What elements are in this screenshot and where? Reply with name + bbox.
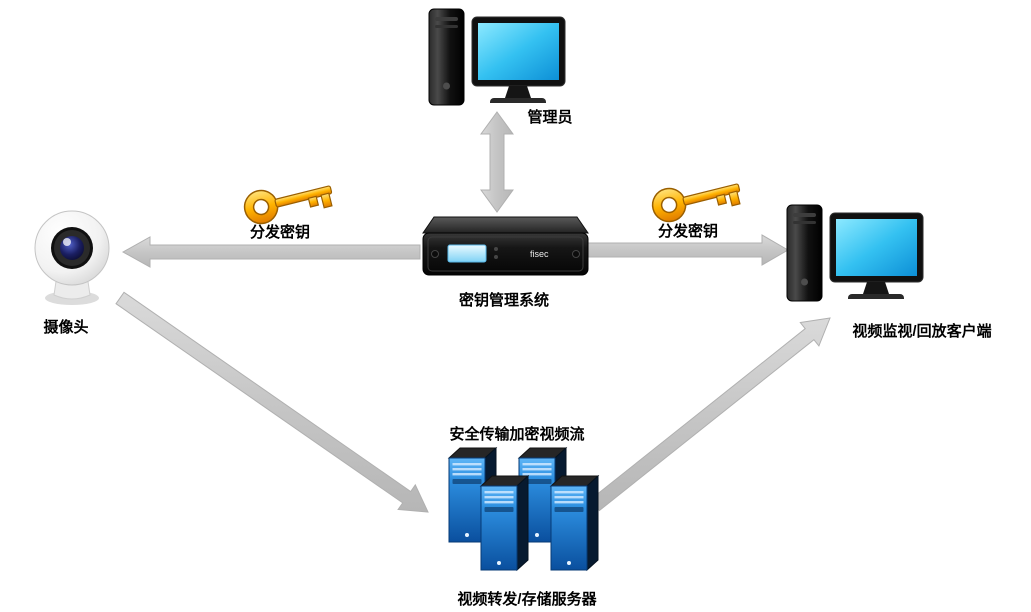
lcd-display bbox=[447, 244, 487, 263]
key-left-label: 分发密钥 bbox=[249, 224, 310, 241]
rack-server-icon: fisec bbox=[422, 216, 589, 276]
encrypted-stream-label: 安全传输加密视频流 bbox=[449, 426, 585, 443]
power-button-icon bbox=[801, 278, 808, 286]
admin-computer bbox=[428, 8, 568, 113]
admin-label: 管理员 bbox=[527, 109, 573, 126]
key-icon bbox=[651, 183, 741, 223]
camera-lens bbox=[60, 236, 84, 260]
key-left bbox=[238, 165, 340, 232]
arrow-storage-client bbox=[589, 317, 831, 512]
kms-server: fisec bbox=[418, 213, 593, 283]
arrow-admin-kms bbox=[480, 111, 514, 213]
client-label: 视频监视/回放客户端 bbox=[852, 323, 992, 340]
pc-tower bbox=[786, 204, 823, 302]
camera-label: 摄像头 bbox=[43, 319, 89, 336]
key-right bbox=[646, 163, 748, 230]
monitor-screen bbox=[836, 219, 917, 276]
kms-label: 密钥管理系统 bbox=[458, 292, 549, 309]
key-right-label: 分发密钥 bbox=[657, 223, 718, 240]
pc-tower bbox=[428, 8, 465, 106]
storage-servers bbox=[435, 438, 615, 580]
desktop-computer-icon bbox=[428, 8, 566, 106]
camera-node bbox=[30, 206, 114, 306]
power-button-icon bbox=[443, 82, 450, 90]
camera-icon bbox=[34, 210, 110, 305]
desktop-computer-icon bbox=[786, 204, 924, 302]
client-computer bbox=[786, 204, 926, 309]
arrow-kms-camera bbox=[121, 236, 421, 268]
storage-servers-icon bbox=[448, 447, 599, 571]
storage-label: 视频转发/存储服务器 bbox=[457, 591, 597, 608]
monitor-screen bbox=[478, 23, 559, 80]
key-icon bbox=[243, 185, 333, 225]
server-brand-text: fisec bbox=[530, 249, 549, 259]
arrow-camera-storage bbox=[115, 291, 429, 513]
